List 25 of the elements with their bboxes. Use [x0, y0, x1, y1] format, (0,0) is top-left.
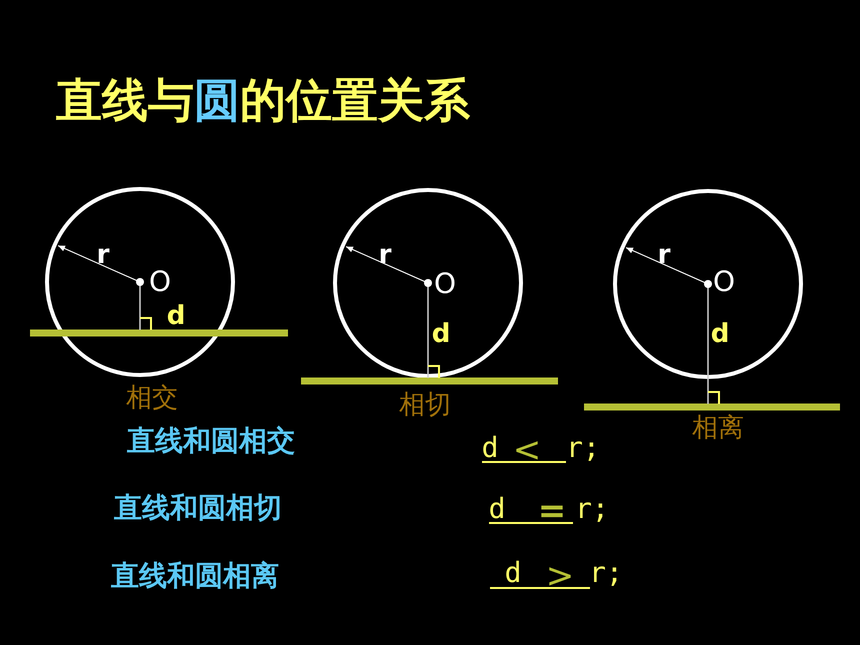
relation-symbol: > — [546, 559, 574, 593]
relation-name: 直线和圆相离 — [111, 562, 279, 590]
radius-label: r — [378, 242, 392, 268]
relation-symbol: = — [538, 494, 566, 528]
radius-label: r — [658, 242, 670, 268]
relation-term: r; — [575, 495, 609, 523]
relation-name: 直线和圆相交 — [127, 427, 295, 455]
distance-label: d — [710, 321, 730, 347]
figure-caption: 相切 — [399, 392, 451, 418]
relation-term: r; — [566, 434, 600, 462]
distance-label: d — [166, 303, 186, 329]
center-label: O — [148, 268, 172, 296]
slide-title: 直线与圆的位置关系 — [56, 72, 470, 129]
relation-symbol: < — [512, 433, 542, 467]
distance-label: d — [432, 321, 450, 347]
relation-name: 直线和圆相切 — [114, 494, 282, 522]
center-label: O — [434, 270, 456, 298]
relation-term: d — [488, 495, 506, 523]
center-label: O — [712, 268, 736, 296]
relation-term: r; — [589, 559, 623, 587]
figure-caption: 相离 — [692, 415, 744, 441]
figure-caption: 相交 — [126, 385, 178, 411]
relation-term: d — [482, 434, 498, 462]
radius-label: r — [96, 242, 110, 268]
relation-term: d — [504, 559, 522, 587]
